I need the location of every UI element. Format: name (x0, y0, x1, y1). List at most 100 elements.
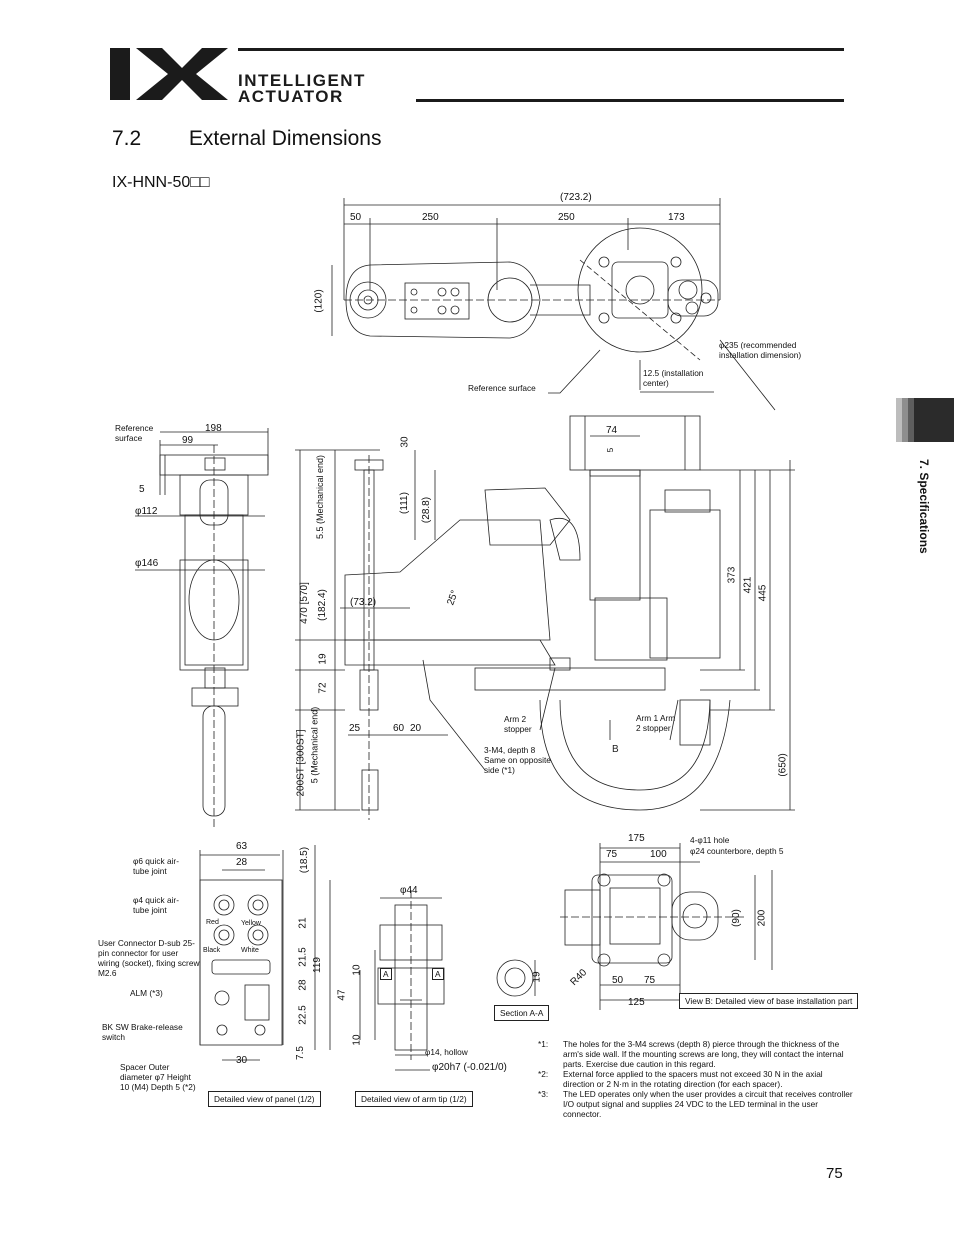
callout-phi6-joint: φ6 quick air-tube joint (133, 856, 179, 876)
dim-mech-end-top: 5.5 (Mechanical end) (315, 454, 326, 540)
caption-section-aa: Section A-A (494, 1005, 550, 1021)
dim-b50: 50 (612, 975, 624, 986)
note-mark: *2: (538, 1069, 549, 1079)
side-view: B (295, 415, 795, 820)
dim-t10b: 10 (351, 1034, 363, 1046)
dim-p30: 30 (236, 1055, 248, 1066)
dim-top-total: (723.2) (560, 192, 592, 203)
callout-phi235: φ235 (recommended installation dimension… (719, 340, 802, 360)
marker-a-right: A (432, 968, 444, 980)
dim-v28-8: (28.8) (421, 496, 433, 524)
dim-b175: 175 (628, 833, 645, 844)
callout-ref-surface-top: Reference surface (468, 383, 536, 393)
label-yellow: Yellow (241, 920, 261, 927)
callout-user-connector: User Connector D-sub 25-pin connector fo… (98, 938, 200, 978)
arm-tip-drawing (359, 890, 445, 1071)
dim-v650: (650) (777, 753, 789, 777)
dim-v30: 30 (399, 436, 411, 448)
callout-spacer: Spacer Outer diameter φ7 Height 10 (M4) … (120, 1062, 196, 1092)
dim-p22-5: 22.5 (297, 1005, 309, 1025)
dim-t10a: 10 (351, 964, 363, 976)
section-number: 7.2 (112, 127, 142, 150)
section-heading: 7.2 External Dimensions (112, 127, 381, 151)
dim-mech-end-bottom: 5 (Mechanical end) (309, 706, 320, 784)
dim-side-99: 99 (182, 435, 194, 446)
dim-v20: 20 (410, 723, 422, 734)
dim-b75: 75 (606, 849, 618, 860)
dim-v421: 421 (742, 576, 754, 594)
logo-line1: INTELLIGENT (238, 71, 366, 90)
callout-arm2-stopper: Arm 2 stopper (504, 714, 532, 734)
dim-top-50: 50 (350, 212, 362, 223)
svg-text:INTELLIGENT: INTELLIGENT (238, 71, 366, 90)
view-b-marker: B (612, 744, 619, 755)
dim-p21-5: 21.5 (297, 947, 309, 967)
dim-v72: 72 (317, 682, 329, 694)
dim-v74: 74 (606, 425, 618, 436)
note-text: The LED operates only when the user prov… (563, 1089, 853, 1119)
dim-p28: 28 (236, 857, 248, 868)
caption-panel: Detailed view of panel (1/2) (208, 1091, 321, 1107)
callout-counterbore: φ24 counterbore, depth 5 (690, 846, 784, 856)
note-text: The holes for the 3-M4 screws (depth 8) … (563, 1039, 844, 1069)
dim-side-198: 198 (205, 423, 222, 434)
dim-b90: (90) (730, 909, 742, 927)
note-item: *2: External force applied to the spacer… (538, 1069, 854, 1089)
dim-tolerance: φ20h7 (-0.021/0) (432, 1062, 507, 1073)
dim-b200: 200 (756, 909, 768, 927)
dim-phi146: φ146 (135, 558, 159, 569)
section-aa-drawing (496, 959, 536, 997)
section-title: External Dimensions (188, 127, 382, 150)
side-tab-block (896, 398, 954, 442)
view-b-drawing (560, 843, 773, 1010)
dim-v60: 60 (393, 723, 405, 734)
dim-v73: (73.2) (350, 597, 377, 608)
callout-hollow: φ14, hollow (425, 1047, 468, 1057)
dim-v373: 373 (726, 566, 738, 584)
caption-arm-tip: Detailed view of arm tip (1/2) (355, 1091, 473, 1107)
marker-a-left: A (380, 968, 392, 980)
dim-top-250a: 250 (422, 212, 439, 223)
callout-bksw: BK SW Brake-release switch (102, 1022, 183, 1042)
note-item: *3: The LED operates only when the user … (538, 1089, 854, 1119)
callout-arm12-stopper: Arm 1 Arm 2 stopper (636, 713, 676, 733)
callout-alm: ALM (*3) (130, 988, 163, 998)
dim-top-250b: 250 (558, 212, 575, 223)
dim-b125: 125 (628, 997, 645, 1008)
note-item: *1: The holes for the 3-M4 screws (depth… (538, 1039, 854, 1069)
dim-v111: (111) (398, 492, 410, 514)
dim-s19: 19 (531, 971, 543, 983)
dim-height-120: (120) (313, 289, 325, 313)
page-number: 75 (826, 1165, 843, 1182)
note-mark: *1: (538, 1039, 549, 1049)
label-black: Black (203, 947, 221, 954)
svg-text:ACTUATOR: ACTUATOR (238, 87, 344, 104)
label-white: White (241, 947, 259, 954)
logo-line2: ACTUATOR (238, 87, 344, 104)
dim-side-5: 5 (139, 484, 145, 495)
notes-list: *1: The holes for the 3-M4 screws (depth… (538, 1039, 854, 1119)
callout-phi4-joint: φ4 quick air-tube joint (133, 895, 179, 915)
dim-v470: 470 [570] (298, 582, 310, 624)
note-text: External force applied to the spacers mu… (563, 1069, 823, 1089)
dim-b75b: 75 (644, 975, 656, 986)
dim-v182: (182.4) (316, 589, 328, 621)
dim-v19: 19 (317, 653, 329, 665)
dim-b100: 100 (650, 849, 667, 860)
dim-phi112: φ112 (135, 506, 158, 517)
dim-p21: 21 (297, 917, 309, 929)
dim-p63: 63 (236, 841, 248, 852)
dim-t44: φ44 (400, 885, 418, 896)
panel-drawing (199, 845, 331, 1061)
note-mark: *3: (538, 1089, 549, 1099)
dim-p119: 119 (311, 957, 323, 973)
caption-view-b: View B: Detailed view of base installati… (679, 993, 859, 1009)
top-view (331, 198, 776, 411)
dim-t47: 47 (336, 989, 348, 1001)
callout-ref-surface-side: Reference surface (115, 423, 154, 443)
callout-install-center: 12.5 (installation center) (643, 368, 704, 388)
label-red: Red (206, 919, 219, 926)
front-view (135, 428, 269, 830)
dim-v445: 445 (757, 584, 769, 602)
